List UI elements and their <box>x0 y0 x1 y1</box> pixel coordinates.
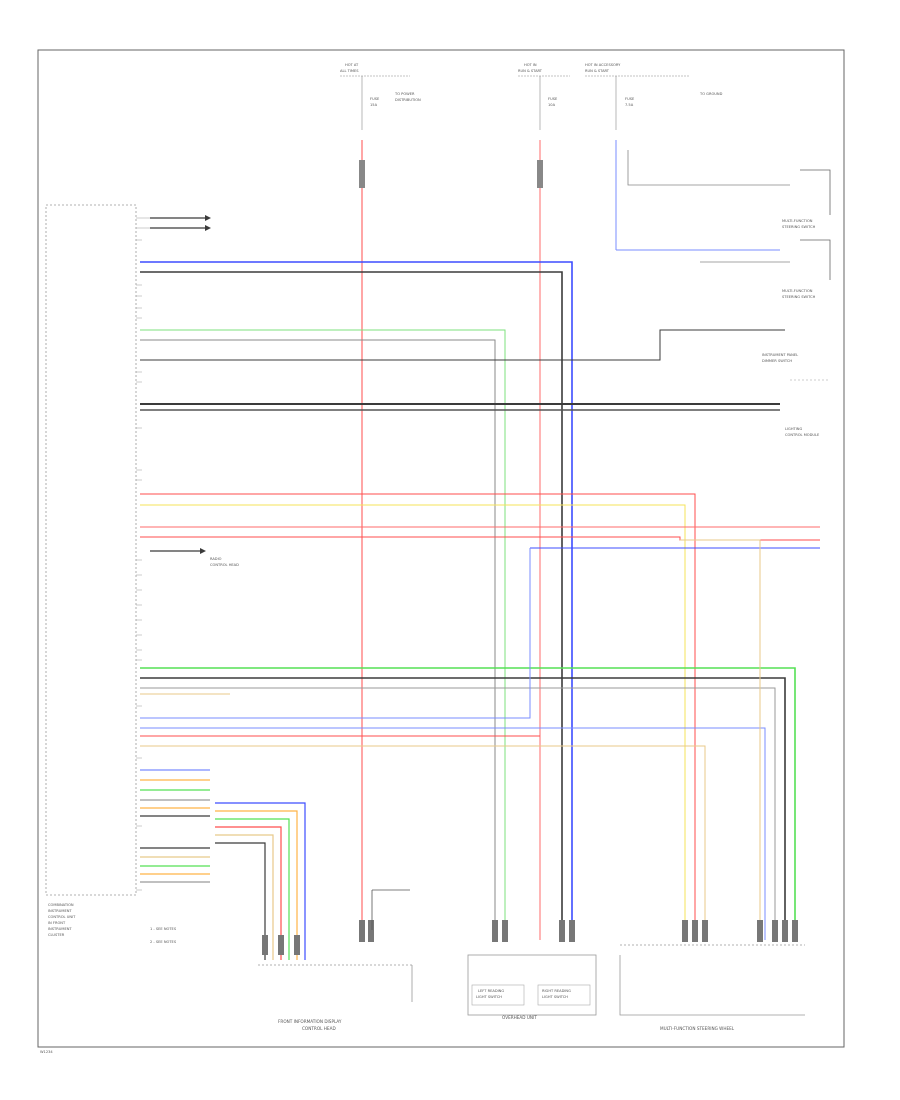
svg-text:STEERING SWITCH: STEERING SWITCH <box>782 225 816 229</box>
svg-text:DIMMER SWITCH: DIMMER SWITCH <box>762 359 792 363</box>
svg-text:2 - SEE NOTES: 2 - SEE NOTES <box>150 940 177 944</box>
svg-text:TO GROUND: TO GROUND <box>699 92 723 96</box>
svg-text:RUN & START: RUN & START <box>518 69 543 73</box>
svg-text:15A: 15A <box>370 103 378 107</box>
fuse-feed-wires <box>361 140 780 940</box>
overhead-unit: LEFT READING LIGHT SWITCH RIGHT READING … <box>467 954 597 1020</box>
svg-text:MULTI-FUNCTION: MULTI-FUNCTION <box>782 289 813 293</box>
misc-wires <box>371 889 410 930</box>
combination-instrument-box <box>45 204 137 896</box>
svg-text:IN FRONT: IN FRONT <box>48 921 66 925</box>
svg-text:FUSE: FUSE <box>370 97 380 101</box>
fuse-feed-2: HOT IN RUN & START FUSE 10A <box>518 63 570 130</box>
fuse-feed-3: HOT IN ACCESSORY RUN & START FUSE 7.5A <box>585 63 690 130</box>
svg-text:INSTRUMENT: INSTRUMENT <box>48 909 72 913</box>
svg-text:CONTROL HEAD: CONTROL HEAD <box>302 1026 336 1031</box>
svg-text:OVERHEAD UNIT: OVERHEAD UNIT <box>502 1015 537 1020</box>
svg-text:LIGHTING: LIGHTING <box>785 427 802 431</box>
svg-text:HOT IN ACCESSORY: HOT IN ACCESSORY <box>585 63 621 67</box>
svg-text:INSTRUMENT: INSTRUMENT <box>48 927 72 931</box>
svg-text:ALL TIMES: ALL TIMES <box>340 69 359 73</box>
harness-wires <box>140 261 820 940</box>
multi-switch-left: MULTI-FUNCTION STEERING SWITCH <box>627 150 831 229</box>
svg-text:CONTROL HEAD: CONTROL HEAD <box>210 563 239 567</box>
display-wires <box>140 769 306 960</box>
svg-text:HOT IN: HOT IN <box>524 63 537 67</box>
multi-function-steering-wheel: MULTI-FUNCTION STEERING WHEEL <box>619 944 805 1031</box>
svg-text:STEERING SWITCH: STEERING SWITCH <box>782 295 816 299</box>
dimmer-switch: INSTRUMENT PANEL DIMMER SWITCH <box>720 329 798 363</box>
legend: 1 - SEE NOTES 2 - SEE NOTES <box>150 927 177 944</box>
svg-text:1 - SEE NOTES: 1 - SEE NOTES <box>150 927 177 931</box>
svg-text:CONTROL UNIT: CONTROL UNIT <box>48 915 76 919</box>
svg-text:LIGHT SWITCH: LIGHT SWITCH <box>476 995 502 999</box>
svg-text:COMBINATION: COMBINATION <box>48 903 74 907</box>
svg-text:LEFT READING: LEFT READING <box>478 989 504 993</box>
svg-text:TO POWER: TO POWER <box>394 92 415 96</box>
front-info-display: FRONT INFORMATION DISPLAY CONTROL HEAD <box>258 964 413 1031</box>
svg-text:RADIO: RADIO <box>210 557 222 561</box>
arrow-icon <box>200 215 211 554</box>
svg-text:CLUSTER: CLUSTER <box>48 933 65 937</box>
svg-text:MULTI-FUNCTION STEERING WHEEL: MULTI-FUNCTION STEERING WHEEL <box>660 1026 735 1031</box>
svg-text:MULTI-FUNCTION: MULTI-FUNCTION <box>782 219 813 223</box>
svg-text:FUSE: FUSE <box>625 97 635 101</box>
svg-text:LIGHT SWITCH: LIGHT SWITCH <box>542 995 568 999</box>
multi-switch-right: MULTI-FUNCTION STEERING SWITCH <box>700 239 831 299</box>
fuse-feed-1: HOT AT ALL TIMES FUSE 15A <box>340 63 410 130</box>
svg-text:CONTROL MODULE: CONTROL MODULE <box>785 433 820 437</box>
connector-pins <box>136 217 150 891</box>
svg-text:10A: 10A <box>548 103 556 107</box>
lighting-module: LIGHTING CONTROL MODULE <box>785 379 830 437</box>
footer-code: W1234 <box>40 1050 53 1054</box>
bottom-connectors <box>262 920 798 955</box>
combination-instrument-label: COMBINATION INSTRUMENT CONTROL UNIT IN F… <box>48 903 76 937</box>
svg-text:HOT AT: HOT AT <box>345 63 359 67</box>
svg-text:INSTRUMENT PANEL: INSTRUMENT PANEL <box>762 353 798 357</box>
radio-label: RADIO CONTROL HEAD <box>210 557 239 567</box>
svg-text:FUSE: FUSE <box>548 97 558 101</box>
fuse-connectors <box>359 160 543 188</box>
svg-text:RIGHT READING: RIGHT READING <box>542 989 571 993</box>
svg-text:7.5A: 7.5A <box>625 103 634 107</box>
svg-text:FRONT INFORMATION DISPLAY: FRONT INFORMATION DISPLAY <box>278 1019 342 1024</box>
svg-text:DISTRIBUTION: DISTRIBUTION <box>395 98 421 102</box>
svg-text:RUN & START: RUN & START <box>585 69 610 73</box>
diagram-border <box>37 49 845 1048</box>
short-stub-wires <box>150 217 205 552</box>
fuse-notes: TO POWER DISTRIBUTION TO GROUND <box>394 92 723 102</box>
